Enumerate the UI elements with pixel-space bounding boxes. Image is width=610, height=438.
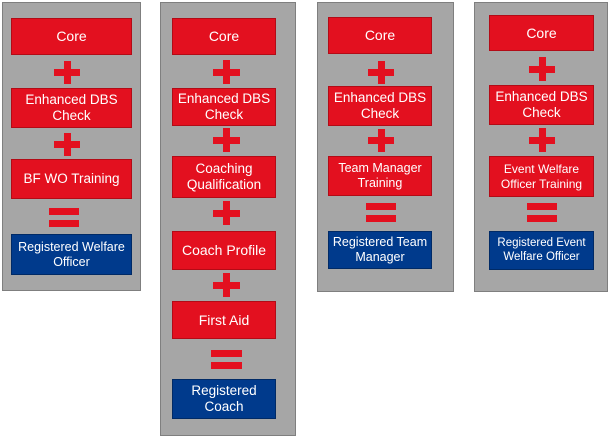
step-enhanced-dbs-check: Enhanced DBS Check [489,85,594,125]
step-enhanced-dbs-check: Enhanced DBS Check [11,88,132,128]
result-registered-coach: Registered Coach [172,379,276,419]
result-registered-event-welfare-officer: Registered Event Welfare Officer [489,231,594,270]
step-core: Core [172,18,276,55]
plus-icon [213,128,240,152]
result-registered-team-manager: Registered Team Manager [328,231,432,269]
equals-icon [527,203,557,223]
plus-icon [213,201,240,225]
step-core: Core [328,17,432,54]
result-registered-welfare-officer: Registered Welfare Officer [11,234,132,275]
plus-icon [529,57,555,81]
equals-icon [366,203,396,223]
step-core: Core [11,18,132,55]
plus-icon [213,273,240,297]
step-coaching-qualification: Coaching Qualification [172,156,276,198]
step-coach-profile: Coach Profile [172,231,276,270]
equals-icon [211,350,242,370]
step-team-manager-training: Team Manager Training [328,156,432,196]
plus-icon [368,61,394,84]
plus-icon [213,60,240,84]
plus-icon [529,128,555,152]
step-event-welfare-officer-training: Event Welfare Officer Training [489,156,594,197]
plus-icon [54,133,80,156]
plus-icon [368,129,394,152]
plus-icon [54,61,80,84]
step-enhanced-dbs-check: Enhanced DBS Check [172,88,276,126]
step-core: Core [489,15,594,51]
step-enhanced-dbs-check: Enhanced DBS Check [328,86,432,126]
step-bf-wo-training: BF WO Training [11,159,132,199]
step-first-aid: First Aid [172,301,276,339]
equals-icon [49,208,79,228]
